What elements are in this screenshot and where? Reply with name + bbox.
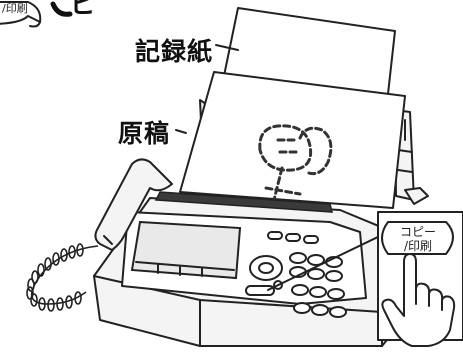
heading-fragment: ピ	[70, 0, 98, 20]
panel-copy-print-button	[245, 285, 275, 296]
copy-print-badge	[0, 1, 42, 25]
record-paper-label: 記録紙	[135, 37, 214, 66]
callout-copy-print-button	[381, 221, 454, 255]
handset	[94, 158, 173, 251]
callout-button-line1: コピー	[399, 225, 436, 239]
coiled-cord	[26, 243, 99, 312]
callout-button-line2: /印刷	[403, 239, 433, 253]
badge-label: /印刷	[2, 2, 28, 15]
original-label: 原稿	[118, 119, 171, 148]
keypad	[289, 252, 347, 318]
